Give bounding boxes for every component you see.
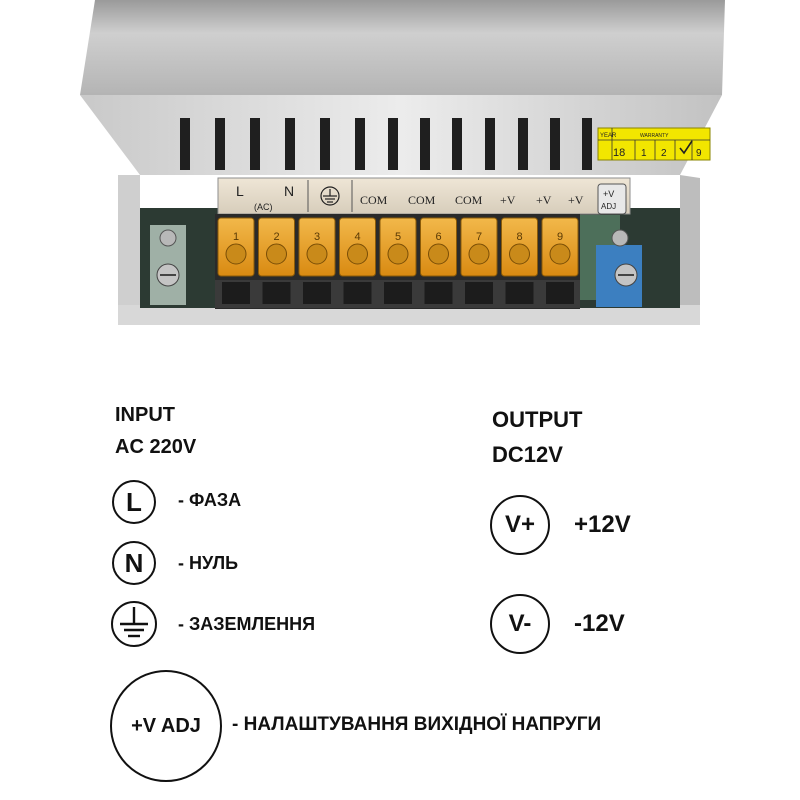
terminal-clamp xyxy=(465,282,493,304)
terminal-number: 6 xyxy=(435,231,441,243)
sticker-box-2: 2 xyxy=(661,148,667,159)
phase-label: - ФАЗА xyxy=(178,490,242,510)
terminal-label-l: L xyxy=(236,183,244,199)
terminal-clamp xyxy=(384,282,412,304)
terminal-number: 9 xyxy=(557,231,563,243)
v-plus-label: +12V xyxy=(574,511,631,538)
terminal-number: 3 xyxy=(314,231,320,243)
neutral-n-symbol: N xyxy=(124,547,144,578)
terminal-clamp xyxy=(424,282,453,304)
adj-label-bottom: ADJ xyxy=(601,202,616,211)
terminal-label-dividers xyxy=(307,180,353,212)
terminal-clamp xyxy=(303,282,331,304)
terminal-label-com-2: COM xyxy=(408,193,436,207)
terminal-screw xyxy=(347,243,368,265)
terminal-screw xyxy=(428,243,449,265)
v-plus-symbol: V+ xyxy=(504,511,536,538)
sticker-year-label: YEAR xyxy=(600,133,617,139)
ground-label: - ЗАЗЕМЛЕННЯ xyxy=(178,614,316,634)
case-right-wall xyxy=(680,175,700,318)
terminal-5: 5 xyxy=(379,217,417,304)
input-title: INPUT xyxy=(115,404,175,426)
terminal-screw xyxy=(225,243,247,265)
mount-screw-left xyxy=(150,225,186,305)
sticker-year-value: 18 xyxy=(613,147,625,159)
neutral-label: - НУЛЬ xyxy=(178,553,239,573)
vent-slots xyxy=(180,118,592,170)
phase-l-icon: L xyxy=(112,480,156,524)
case-front xyxy=(80,95,722,175)
terminal-clamp xyxy=(343,282,372,304)
output-subtitle: DC12V xyxy=(492,442,563,467)
terminal-number: 5 xyxy=(395,231,401,243)
v-minus-label: -12V xyxy=(574,610,625,637)
power-supply-photo: YEAR WARRANTY 18 1 2 9 L N (AC) COM COM … xyxy=(80,0,725,325)
case-apron xyxy=(118,305,700,325)
sticker-warranty-label: WARRANTY xyxy=(640,133,669,139)
terminal-screw xyxy=(387,243,409,265)
terminal-label-v-3: +V xyxy=(568,193,584,207)
terminal-label-strip xyxy=(217,177,631,215)
terminal-screw xyxy=(306,243,328,265)
adj-label-top: +V xyxy=(603,189,614,199)
terminal-screw xyxy=(509,243,530,265)
terminal-2: 2 xyxy=(258,217,295,304)
terminal-screw xyxy=(468,243,490,265)
year-sticker: YEAR WARRANTY 18 1 2 9 xyxy=(597,127,711,161)
terminal-number: 8 xyxy=(516,231,522,243)
neutral-n-icon: N xyxy=(112,541,156,585)
terminal-number: 1 xyxy=(233,231,239,243)
terminal-label-v-2: +V xyxy=(536,193,552,207)
ground-icon-small xyxy=(320,186,340,206)
adj-label-box xyxy=(597,183,627,215)
case-left-wall xyxy=(118,175,140,320)
output-title: OUTPUT xyxy=(492,407,583,432)
terminal-screw xyxy=(266,243,287,265)
terminal-label-ac: (AC) xyxy=(254,202,273,212)
sticker-box-3: 9 xyxy=(696,148,702,159)
terminal-number: 2 xyxy=(273,231,279,243)
terminal-covers: 1 2 3 4 5 6 7 8 9 xyxy=(217,217,579,304)
terminal-4: 4 xyxy=(339,217,376,304)
terminal-8: 8 xyxy=(501,217,538,304)
terminal-clamp xyxy=(262,282,291,304)
terminal-screw xyxy=(549,243,571,265)
v-plus-icon: V+ xyxy=(490,495,550,555)
terminal-label-n: N xyxy=(284,183,294,199)
v-adj-symbol: +V ADJ xyxy=(131,714,201,737)
terminal-clamp xyxy=(222,282,250,304)
terminal-clamp xyxy=(546,282,574,304)
v-minus-symbol: V- xyxy=(508,610,532,637)
phase-l-symbol: L xyxy=(126,486,142,517)
terminal-3: 3 xyxy=(298,217,336,304)
terminal-7: 7 xyxy=(460,217,498,304)
terminal-number: 7 xyxy=(476,231,482,243)
v-minus-icon: V- xyxy=(490,594,550,654)
terminal-6: 6 xyxy=(420,217,457,304)
sticker-box-1: 1 xyxy=(641,148,647,159)
terminal-9: 9 xyxy=(541,217,579,304)
case-top xyxy=(80,0,725,95)
terminal-label-v-1: +V xyxy=(500,193,516,207)
terminal-clamp xyxy=(505,282,534,304)
terminal-1: 1 xyxy=(217,217,255,304)
terminal-number: 4 xyxy=(354,231,360,243)
mount-screw-right xyxy=(596,229,642,307)
terminal-label-com-1: COM xyxy=(360,193,388,207)
v-adj-label: - НАЛАШТУВАННЯ ВИХІДНОЇ НАПРУГИ xyxy=(232,714,602,735)
terminal-label-com-3: COM xyxy=(455,193,483,207)
ground-icon xyxy=(110,600,158,648)
v-adj-icon: +V ADJ xyxy=(110,670,222,782)
input-subtitle: AC 220V xyxy=(115,436,197,458)
check-icon xyxy=(679,140,693,155)
